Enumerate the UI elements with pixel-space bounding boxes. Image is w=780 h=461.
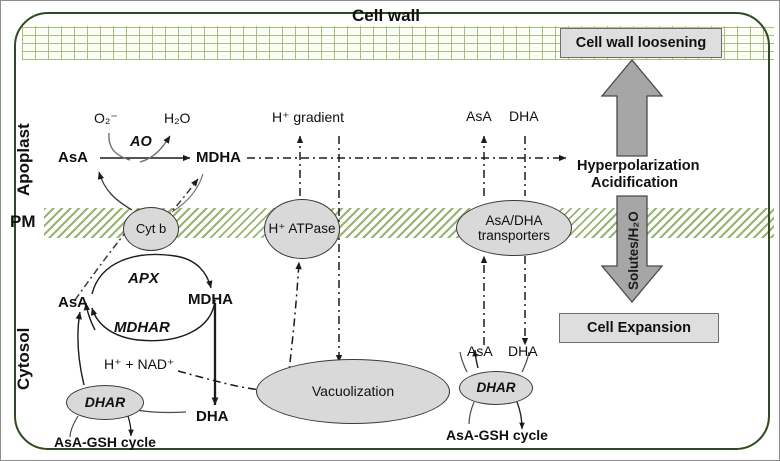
output-box-cell-expansion[interactable]: Cell Expansion <box>559 313 719 343</box>
compartment-label-pm: PM <box>10 212 36 231</box>
label-solutes-water: Solutes/H₂O <box>626 211 641 290</box>
label-cytosol-asa: AsA <box>58 294 89 311</box>
label-apoplast-asa: AsA <box>58 149 89 166</box>
page-title: Cell wall <box>352 6 421 25</box>
label-water: H₂O <box>164 110 191 126</box>
output-box-cell-wall-loosening[interactable]: Cell wall loosening <box>560 28 722 58</box>
protein-h-atpase[interactable]: H⁺ ATPase <box>264 199 340 259</box>
organelle-vacuole[interactable]: Vacuolization <box>256 359 450 424</box>
label-cytosol-mdha: MDHA <box>188 291 233 308</box>
compartment-label-cytosol: Cytosol <box>14 327 33 390</box>
label-asa-gsh-cycle-left: AsA-GSH cycle <box>54 434 156 450</box>
label-transport-asa: AsA <box>466 108 492 124</box>
label-cytosol-right-asa: AsA <box>467 343 493 359</box>
protein-cyt-b[interactable]: Cyt b <box>123 207 179 251</box>
label-cofactor-nad: H⁺ + NAD⁺ <box>104 356 175 372</box>
enzyme-label-apx: APX <box>128 270 159 287</box>
enzyme-label-ao: AO <box>130 134 152 150</box>
enzyme-dhar-left[interactable]: DHAR <box>66 385 144 420</box>
protein-asa-dha-transporters[interactable]: AsA/DHA transporters <box>456 200 572 256</box>
label-asa-gsh-cycle-right: AsA-GSH cycle <box>446 427 548 443</box>
compartment-label-apoplast: Apoplast <box>14 123 33 196</box>
label-apoplast-mdha: MDHA <box>196 149 241 166</box>
label-transport-dha: DHA <box>509 108 539 124</box>
label-hyperpolarization: Hyperpolarization <box>577 158 700 174</box>
enzyme-dhar-right[interactable]: DHAR <box>459 371 533 405</box>
label-h-gradient: H⁺ gradient <box>272 109 344 125</box>
transporter-line-2: transporters <box>477 228 551 243</box>
transporter-line-1: AsA/DHA <box>485 212 543 228</box>
label-cytosol-right-dha: DHA <box>508 343 538 359</box>
enzyme-label-mdhar: MDHAR <box>114 319 170 336</box>
label-acidification: Acidification <box>591 175 679 191</box>
label-superoxide: O₂⁻ <box>94 110 118 126</box>
label-cytosol-dha: DHA <box>196 408 229 425</box>
